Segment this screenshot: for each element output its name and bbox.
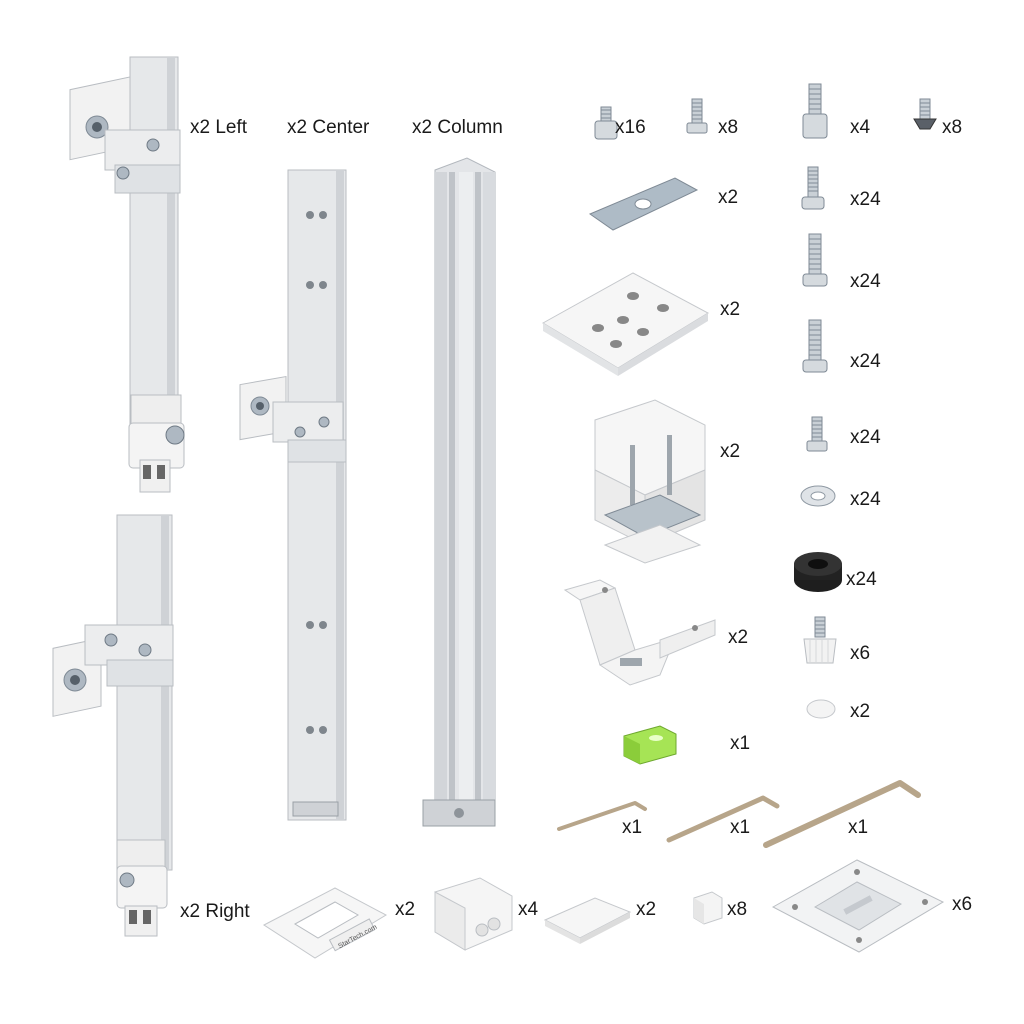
plate-icon <box>588 177 699 231</box>
base-plate-icon <box>542 272 710 376</box>
bolt-4-label: x24 <box>850 427 881 448</box>
bolt-2-icon <box>802 233 828 287</box>
hex-key-medium-label: x1 <box>730 817 751 838</box>
bubble-level-icon <box>623 725 677 765</box>
bolt-3-icon <box>802 319 828 373</box>
clip-label: x8 <box>727 899 748 920</box>
rubber-spacer-icon <box>794 552 842 592</box>
thumb-screw-icon <box>803 616 837 664</box>
clip-icon <box>693 891 723 925</box>
end-cap-large-icon <box>434 877 513 951</box>
washer-label: x24 <box>850 489 881 510</box>
base-plate-label: x2 <box>720 299 741 320</box>
hex-key-large-icon <box>763 780 921 848</box>
end-cap-flat-icon <box>543 897 632 944</box>
screw-d-label: x8 <box>942 117 963 138</box>
column-illustration <box>422 157 496 827</box>
center-arm-label: x2 Center <box>287 117 370 138</box>
bolt-3-label: x24 <box>850 351 881 372</box>
hex-key-large-label: x1 <box>848 817 869 838</box>
screw-c-label: x4 <box>850 117 871 138</box>
screw-a-label: x16 <box>615 117 646 138</box>
hex-key-small-icon <box>557 801 647 831</box>
desk-clamp-label: x2 <box>720 441 741 462</box>
left-arm-illustration <box>69 56 185 493</box>
bolt-2-label: x24 <box>850 271 881 292</box>
cap-label: x2 <box>850 701 871 722</box>
screw-a-icon <box>594 106 618 140</box>
hex-key-medium-icon <box>666 795 780 843</box>
base-cover-label: x2 <box>395 899 416 920</box>
base-cover-icon: StarTech.com <box>263 887 388 959</box>
rubber-spacer-label: x24 <box>846 569 877 590</box>
end-cap-flat-label: x2 <box>636 899 657 920</box>
hex-key-small-label: x1 <box>622 817 643 838</box>
left-arm-label: x2 Left <box>190 117 248 138</box>
screw-c-icon <box>802 83 828 139</box>
plate-label: x2 <box>718 187 739 208</box>
thumb-screw-label: x6 <box>850 643 871 664</box>
end-cap-large-label: x4 <box>518 899 539 920</box>
bolt-1-icon <box>801 166 825 210</box>
cap-icon <box>806 699 836 719</box>
washer-icon <box>800 485 836 507</box>
desk-clamp-icon <box>594 399 706 564</box>
column-label: x2 Column <box>412 117 503 138</box>
bolt-4-icon <box>806 416 828 452</box>
screw-b-label: x8 <box>718 117 739 138</box>
vesa-plate-label: x6 <box>952 894 973 915</box>
right-arm-illustration <box>52 514 174 937</box>
grommet-bracket-icon <box>563 579 716 686</box>
vesa-plate-icon <box>771 859 945 953</box>
center-arm-illustration <box>239 169 347 821</box>
screw-d-icon <box>913 98 937 130</box>
screw-b-icon <box>686 98 708 134</box>
bolt-1-label: x24 <box>850 189 881 210</box>
grommet-bracket-label: x2 <box>728 627 749 648</box>
right-arm-label: x2 Right <box>180 901 250 922</box>
bubble-level-label: x1 <box>730 733 751 754</box>
